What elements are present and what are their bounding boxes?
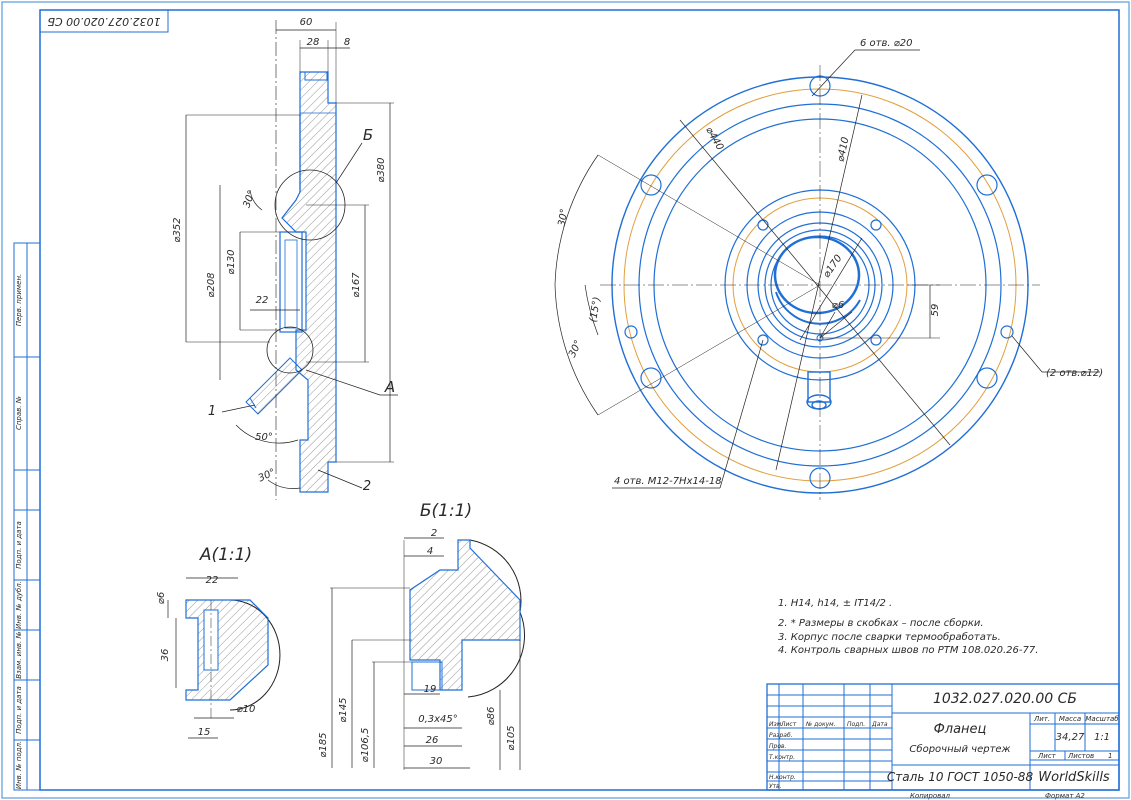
thread-note: 4 отв. М12-7Нх14-18 — [614, 476, 722, 487]
hdr-sign: Подп. — [847, 721, 865, 728]
a-dim-36: 36 — [160, 649, 171, 662]
dim-30-bottom: 30° — [257, 467, 278, 484]
sheets-value: 1 — [1108, 752, 1112, 760]
detail-a: А(1:1) 22 ⌀6 36 ⌀10 15 — [156, 545, 281, 739]
b-dim-185: ⌀185 — [318, 732, 329, 757]
dim-28: 28 — [307, 37, 320, 48]
mass-value: 34,27 — [1056, 732, 1085, 743]
b-dim-4: 4 — [427, 546, 433, 557]
strip-label: Подп. и дата — [15, 521, 23, 569]
col-lit: Лит. — [1033, 715, 1050, 723]
holes-note: 6 отв. ⌀20 — [860, 38, 912, 49]
strip-label: Инв. № подл. — [15, 741, 23, 789]
b-dim-106: ⌀106,5 — [360, 728, 371, 763]
dim-352: ⌀352 — [172, 217, 183, 242]
dim-8: 8 — [344, 37, 350, 48]
dim-410: ⌀410 — [836, 136, 852, 163]
holes2-note: (2 отв.⌀12) — [1046, 368, 1103, 379]
a-dim-6: ⌀6 — [156, 592, 167, 604]
dim-440: ⌀440 — [703, 125, 725, 152]
detail-b-title: Б(1:1) — [420, 501, 472, 521]
side-strip: Перв. примен. Справ. № Подп. и дата Инв.… — [13, 242, 41, 791]
designation: 1032.027.020.00 СБ — [933, 691, 1077, 707]
detail-a-title: А(1:1) — [199, 545, 252, 565]
b-dim-2: 2 — [431, 528, 437, 539]
role-tcontrol: Т.контр. — [769, 754, 795, 761]
copied-label: Копировал — [910, 792, 951, 800]
hdr-doc: № докум. — [805, 721, 836, 728]
technical-notes: 1. Н14, h14, ± IT14/2 . 2. * Размеры в с… — [778, 598, 1038, 656]
detail-b: Б(1:1) 2 4 ⌀145 ⌀185 ⌀106,5 19 0,3х45° 2… — [318, 501, 525, 770]
dim-60: 60 — [300, 17, 313, 28]
scale-value: 1:1 — [1094, 732, 1110, 743]
strip-label: Подп. и дата — [15, 686, 23, 734]
title-block-text: 1032.027.020.00 СБ Фланец Сборочный черт… — [769, 691, 1119, 800]
b-dim-86: ⌀86 — [486, 707, 497, 726]
angle-15: (15°) — [588, 296, 603, 323]
b-dim-145: ⌀145 — [338, 697, 349, 722]
sheets-label: Листов — [1067, 752, 1094, 760]
label-a: А — [384, 378, 395, 396]
section-view: 60 28 8 ⌀352 ⌀208 ⌀130 22 30° ⌀380 ⌀167 … — [172, 17, 398, 500]
hdr-date: Дата — [871, 721, 888, 728]
document-type: Сборочный чертеж — [909, 743, 1010, 755]
role-ncontrol: Н.контр. — [769, 774, 796, 781]
a-dim-22: 22 — [206, 575, 219, 586]
title-block — [766, 683, 1120, 791]
top-stamp: 1032.027.020.00 СБ — [39, 9, 169, 33]
material: Сталь 10 ГОСТ 1050-88 — [887, 770, 1034, 784]
strip-label: Инв. № дубл. — [15, 581, 23, 629]
col-scale: Масштаб — [1085, 715, 1119, 723]
front-view: 6 отв. ⌀20 ⌀440 ⌀410 ⌀170 ⌀6 59 30° (15°… — [554, 38, 1103, 500]
note-4: 4. Контроль сварных швов по РТМ 108.020.… — [778, 645, 1038, 656]
label-b: Б — [363, 126, 373, 144]
b-dim-105: ⌀105 — [506, 725, 517, 750]
hdr-izm: Изм. — [769, 721, 783, 728]
b-dim-chamfer: 0,3х45° — [418, 714, 458, 725]
col-mass: Масса — [1059, 715, 1081, 723]
organization: WorldSkills — [1038, 770, 1110, 785]
dim-59: 59 — [930, 304, 941, 317]
b-dim-19: 19 — [424, 684, 437, 695]
position-2: 2 — [363, 479, 371, 494]
note-2: 2. * Размеры в скобках – после сборки. — [778, 617, 984, 629]
hdr-list: Лист — [780, 721, 797, 728]
format-label: Формат А2 — [1045, 792, 1085, 800]
note-3: 3. Корпус после сварки термообработать. — [778, 631, 1001, 643]
a-dim-15: 15 — [198, 727, 211, 738]
strip-label: Справ. № — [15, 396, 23, 430]
dim-6: ⌀6 — [832, 300, 844, 311]
dim-208: ⌀208 — [206, 272, 217, 297]
dim-50-deg: 50° — [255, 432, 273, 443]
angle-30-top: 30° — [557, 208, 571, 227]
dim-167: ⌀167 — [351, 272, 362, 298]
b-dim-26: 26 — [426, 735, 439, 746]
role-checker: Пров. — [769, 743, 787, 750]
b-dim-30: 30 — [430, 756, 443, 767]
a-dim-10: ⌀10 — [237, 704, 256, 715]
dim-22: 22 — [256, 295, 269, 306]
dim-130: ⌀130 — [226, 249, 237, 274]
strip-label: Перв. примен. — [15, 274, 23, 327]
role-approved: Утв. — [769, 783, 782, 790]
angle-30-bottom: 30° — [567, 339, 584, 360]
note-1: 1. Н14, h14, ± IT14/2 . — [778, 598, 892, 609]
part-name: Фланец — [934, 722, 987, 737]
strip-label: Взам. инв. № — [15, 631, 23, 679]
dim-380: ⌀380 — [376, 157, 387, 182]
position-1: 1 — [208, 404, 216, 419]
sheet-label: Лист — [1037, 752, 1057, 760]
dim-30-top: 30° — [241, 189, 257, 209]
svg-text:1032.027.020.00 СБ: 1032.027.020.00 СБ — [47, 15, 160, 28]
role-developer: Разраб. — [769, 732, 793, 739]
